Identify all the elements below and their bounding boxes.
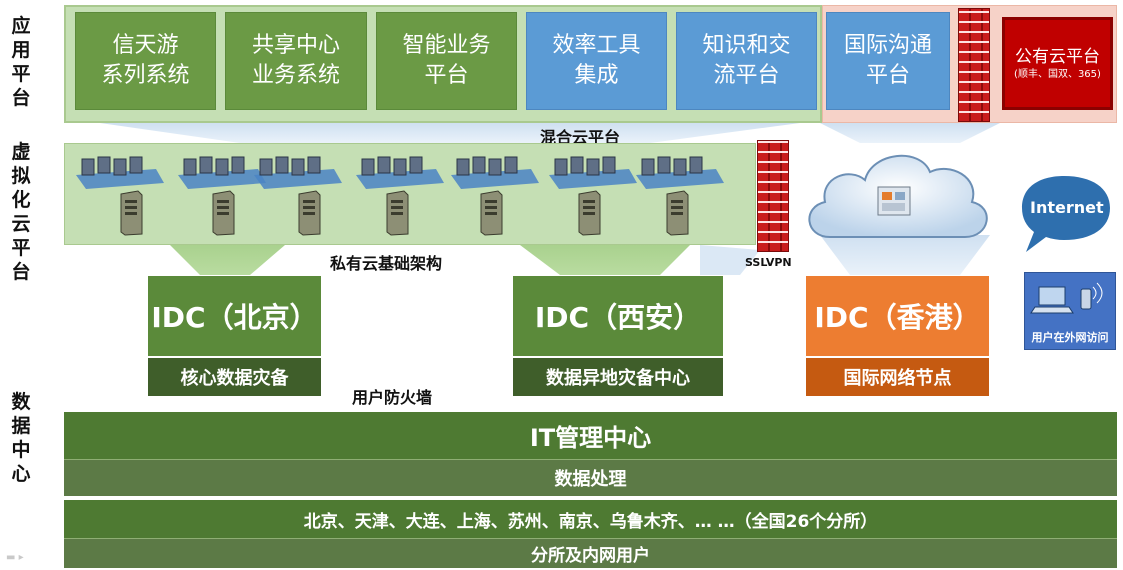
server-tower-icon [480, 190, 503, 236]
hongkong-funnel [820, 235, 990, 275]
branches-band: 北京、天津、大连、上海、苏州、南京、乌鲁木齐、… …（全国26个分所） [64, 500, 1117, 538]
idc-hongkong[interactable]: IDC（香港） 国际网络节点 [806, 276, 989, 396]
internet-bubble-icon [1022, 176, 1110, 252]
app-tile-efficiency-tools[interactable]: 效率工具集成 [526, 12, 667, 110]
idc-xian[interactable]: IDC（西安） 数据异地灾备中心 [513, 276, 723, 396]
idc-xian-desc: 数据异地灾备中心 [513, 356, 723, 396]
internet-label: Internet [1030, 198, 1104, 217]
public-funnel [820, 123, 1000, 143]
server-tower-icon [298, 190, 321, 236]
remote-user-box: 用户在外网访问 [1024, 272, 1116, 350]
server-cluster-icon [178, 156, 266, 189]
idc-beijing[interactable]: IDC（北京） 核心数据灾备 [148, 276, 321, 396]
app-tile-international-comm[interactable]: 国际沟通平台 [826, 12, 950, 110]
server-tower-icon [120, 190, 143, 236]
xian-funnel [520, 245, 690, 275]
server-tower-icon [386, 190, 409, 236]
idc-beijing-title: IDC（北京） [148, 276, 321, 356]
server-cluster-icon [254, 156, 342, 189]
hybrid-cloud-label: 混合云平台 [540, 128, 621, 147]
server-tower-icon [666, 190, 689, 236]
vpn-funnel [700, 245, 760, 275]
sslvpn-firewall-icon [757, 140, 789, 252]
idc-xian-title: IDC（西安） [513, 276, 723, 356]
app-tile-smart-business[interactable]: 智能业务平台 [376, 12, 517, 110]
it-center-band: IT管理中心 [64, 412, 1117, 459]
app-tile-knowledge-exchange[interactable]: 知识和交流平台 [676, 12, 817, 110]
server-cluster-icon [636, 156, 724, 189]
firewall-icon [958, 8, 990, 122]
server-tower-icon [578, 190, 601, 236]
idc-hongkong-title: IDC（香港） [806, 276, 989, 356]
virtualization-platform-side-label: 虚拟化云平台 [11, 141, 31, 283]
remote-user-label: 用户在外网访问 [1031, 331, 1109, 344]
app-tile-shared-center[interactable]: 共享中心业务系统 [225, 12, 367, 110]
slide-nav-icon: ▬ ▸ [6, 552, 24, 563]
user-firewall-label: 用户防火墙 [352, 388, 433, 407]
beijing-funnel [170, 245, 285, 275]
server-cluster-icon [451, 156, 539, 189]
data-processing-band: 数据处理 [64, 459, 1117, 496]
app-platform-side-label: 应用平台 [11, 15, 31, 109]
server-cluster-icon [356, 156, 444, 189]
public-cloud-tile[interactable]: 公有云平台 (顺丰、国双、365) [1002, 17, 1113, 110]
hybrid-funnel [100, 123, 800, 143]
private-cloud-label: 私有云基础架构 [330, 254, 443, 273]
app-tile-xintianyou[interactable]: 信天游系列系统 [75, 12, 216, 110]
cloud-icon [808, 154, 988, 238]
data-center-side-label: 数据中心 [11, 391, 31, 485]
idc-beijing-desc: 核心数据灾备 [148, 356, 321, 396]
server-cluster-icon [549, 156, 637, 189]
laptop-phone-icon [1030, 282, 1103, 314]
server-tower-icon [212, 190, 235, 236]
idc-hongkong-desc: 国际网络节点 [806, 356, 989, 396]
branch-users-band: 分所及内网用户 [64, 538, 1117, 568]
sslvpn-label: SSLVPN [745, 256, 792, 269]
server-cluster-icon [76, 156, 164, 189]
